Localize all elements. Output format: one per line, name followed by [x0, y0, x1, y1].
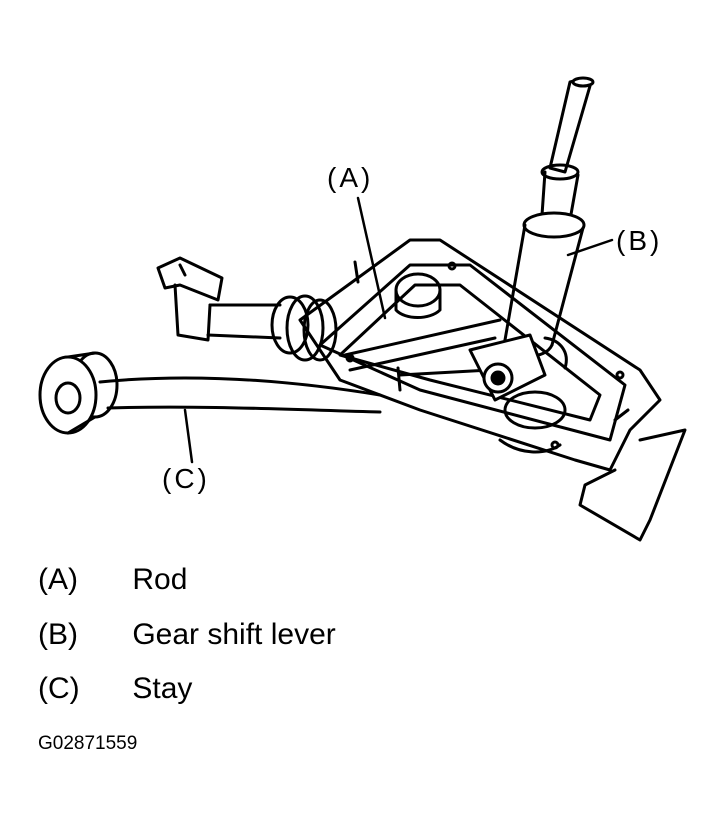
- legend-description: Stay: [132, 672, 193, 705]
- callout-c: (C): [162, 463, 210, 494]
- leader-lines: [183, 196, 614, 464]
- rod: [343, 318, 502, 377]
- legend-key: (C): [38, 672, 80, 705]
- legend-item-stay: (C) Stay: [38, 669, 192, 709]
- legend-description: Rod: [132, 563, 188, 596]
- legend-item-rod: (A) Rod: [38, 560, 187, 600]
- gear-shift-lever: [468, 76, 595, 402]
- gear-shift-assembly-drawing: [38, 76, 687, 542]
- legend-key: (A): [38, 563, 78, 596]
- mount-bracket: [156, 256, 338, 362]
- callout-a: (A): [327, 162, 374, 193]
- legend-description: Gear shift lever: [132, 618, 336, 651]
- callout-b: (B): [616, 225, 663, 256]
- legend-item-gear-shift-lever: (B) Gear shift lever: [38, 615, 336, 655]
- stay: [38, 351, 382, 435]
- shift-housing: [298, 238, 687, 542]
- figure-code: G02871559: [38, 733, 138, 754]
- legend-key: (B): [38, 618, 78, 651]
